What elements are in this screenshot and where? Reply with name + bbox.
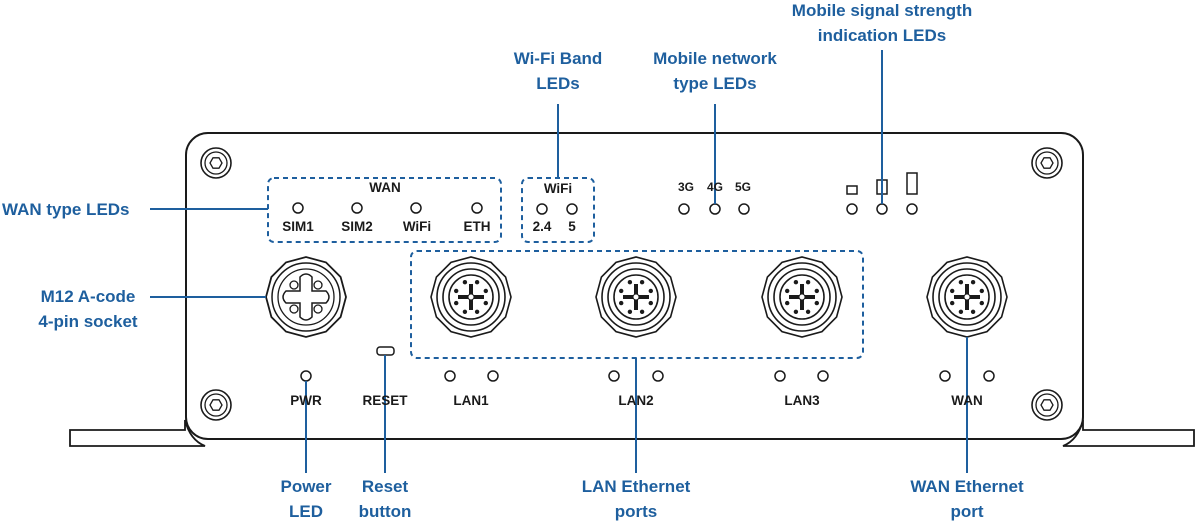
m12-ethernet-port-icon-lan1 — [430, 256, 512, 338]
m12-ethernet-port-icon-wan — [926, 256, 1008, 338]
led-indicator-icon — [678, 203, 690, 215]
led-label-sim2: SIM2 — [341, 219, 373, 234]
led-indicator-icon — [906, 203, 918, 215]
led-label-eth: ETH — [463, 219, 491, 234]
wan-led-group-outline — [267, 177, 502, 243]
m12-ethernet-port-icon-lan2 — [595, 256, 677, 338]
led-label-5g: 5G — [734, 180, 752, 194]
port-label-lan3: LAN3 — [784, 393, 820, 408]
callout-wifi-band-line1: Wi-Fi Band — [513, 49, 603, 68]
led-indicator-icon — [410, 202, 422, 214]
callout-reset-line1: Reset — [361, 477, 409, 496]
callout-m12-line1: M12 A-code — [40, 287, 136, 306]
callout-reset-line2: button — [358, 502, 412, 521]
signal-bar-icon — [906, 172, 918, 195]
callout-signal-line2: indication LEDs — [817, 26, 947, 45]
led-label-4g: 4G — [706, 180, 724, 194]
callout-wifi-band-leds: Wi-Fi Band LEDs — [478, 46, 638, 96]
hex-screw-icon — [1031, 389, 1063, 421]
led-indicator-icon — [817, 370, 829, 382]
led-label-wifi: WiFi — [402, 219, 432, 234]
port-label-lan1: LAN1 — [453, 393, 489, 408]
callout-lan-line1: LAN Ethernet — [581, 477, 691, 496]
reset-label: RESET — [362, 393, 408, 408]
lan-ports-group-outline — [410, 250, 864, 359]
led-indicator-icon — [608, 370, 620, 382]
led-indicator-icon — [444, 370, 456, 382]
callout-wifi-band-line2: LEDs — [536, 74, 580, 93]
left-mounting-flange — [69, 419, 206, 447]
callout-signal-leds: Mobile signal strength indication LEDs — [762, 0, 1002, 48]
callout-wan-type-leds: WAN type LEDs — [2, 197, 130, 222]
wan-group-title: WAN — [369, 180, 401, 195]
hex-screw-icon — [200, 389, 232, 421]
m12-ethernet-port-icon-lan3 — [761, 256, 843, 338]
led-indicator-icon — [292, 202, 304, 214]
port-label-lan2: LAN2 — [618, 393, 654, 408]
callout-mobile-type-line2: type LEDs — [673, 74, 757, 93]
callout-lan-ports: LAN Ethernet ports — [546, 474, 726, 524]
signal-bar-icon — [846, 185, 858, 195]
hex-screw-icon — [1031, 147, 1063, 179]
led-indicator-icon — [652, 370, 664, 382]
callout-reset-button: Reset button — [335, 474, 435, 524]
led-indicator-icon — [983, 370, 995, 382]
callout-mobile-type-leds: Mobile network type LEDs — [625, 46, 805, 96]
led-label-wifi-5: 5 — [568, 219, 576, 234]
led-indicator-icon — [487, 370, 499, 382]
led-indicator-icon — [738, 203, 750, 215]
callout-wan-port: WAN Ethernet port — [877, 474, 1057, 524]
callout-power-led: Power LED — [256, 474, 356, 524]
callout-m12-socket: M12 A-code 4-pin socket — [28, 284, 148, 334]
led-indicator-icon — [536, 203, 548, 215]
callout-wan-type-text: WAN type LEDs — [2, 200, 130, 219]
led-indicator-icon — [471, 202, 483, 214]
led-indicator-icon — [774, 370, 786, 382]
led-indicator-icon — [351, 202, 363, 214]
led-label-3g: 3G — [677, 180, 695, 194]
port-label-wan: WAN — [951, 393, 983, 408]
led-indicator-icon — [939, 370, 951, 382]
led-indicator-icon — [566, 203, 578, 215]
led-label-wifi-24: 2.4 — [532, 219, 552, 234]
callout-mobile-type-line1: Mobile network — [653, 49, 777, 68]
callout-lan-line2: ports — [614, 502, 658, 521]
power-label: PWR — [290, 393, 322, 408]
led-indicator-icon — [846, 203, 858, 215]
led-label-sim1: SIM1 — [282, 219, 314, 234]
hex-screw-icon — [200, 147, 232, 179]
callout-m12-line2: 4-pin socket — [38, 312, 138, 331]
callout-power-line2: LED — [289, 502, 323, 521]
callout-wan-port-line2: port — [950, 502, 984, 521]
callout-signal-line1: Mobile signal strength — [791, 1, 973, 20]
callout-power-line1: Power — [280, 477, 332, 496]
wifi-group-title: WiFi — [543, 181, 573, 196]
callout-wan-port-line1: WAN Ethernet — [910, 477, 1024, 496]
